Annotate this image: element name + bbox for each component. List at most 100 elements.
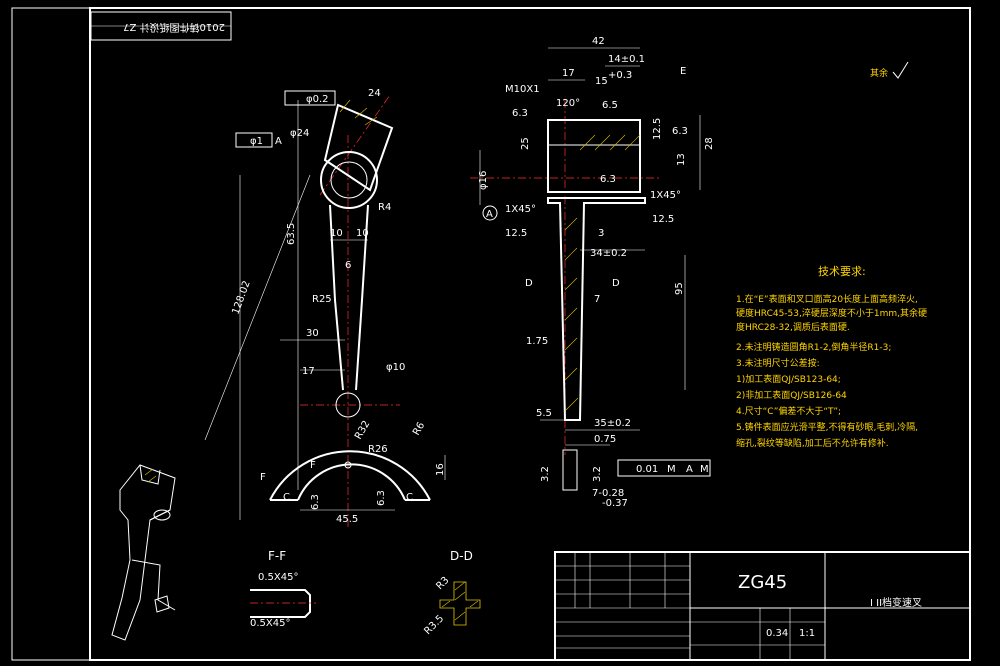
md-15: 15 (595, 76, 608, 87)
tech-requirements: 技术要求: 1.在“E”表面和叉口面高20长度上面高频淬火, 硬度HRC45-5… (736, 265, 927, 449)
tech-line-6: 2)非加工表面QJ/SB126-64 (736, 389, 847, 401)
weight: 0.34 (766, 628, 788, 639)
ld-r4: R4 (378, 202, 391, 213)
md-1x45b: 1X45° (650, 190, 681, 201)
roughness-check-icon (892, 61, 909, 79)
dd-label: D-D (450, 549, 473, 563)
md-3: 3 (598, 228, 604, 239)
md-12-5b: 12.5 (505, 228, 527, 239)
ld-conc: φ1 (250, 136, 263, 147)
ld-30: 30 (306, 328, 319, 339)
md-14: 14±0.1 (608, 54, 645, 65)
ld-16: 16 (435, 463, 446, 476)
material: ZG45 (738, 572, 787, 593)
rotated-title-block: 2010铸件图纸设计 Z7 (90, 11, 232, 41)
ld-10a: 10 (330, 228, 343, 239)
md-d1: D (525, 278, 533, 289)
ld-63-5: 63.5 (286, 223, 297, 245)
tech-line-5: 1)加工表面QJ/SB123-64; (736, 373, 841, 385)
section-ff: F-F 0.5X45° 0.5X45° (250, 549, 316, 629)
md-34: 34±0.2 (590, 248, 627, 259)
md-tol: 0.01 (636, 464, 658, 475)
md-6-5: 6.5 (602, 100, 618, 111)
ld-r26: R26 (368, 444, 388, 455)
md-25: 25 (520, 137, 531, 150)
outer-border (11, 7, 971, 661)
md-0-75: 0.75 (594, 434, 616, 445)
md-m2: M (700, 464, 709, 475)
md-1x45a: 1X45° (505, 204, 536, 215)
ld-45-5: 45.5 (336, 514, 358, 525)
md-35: 35±0.2 (594, 418, 631, 429)
ld-f1: F (260, 472, 266, 483)
tech-line-8: 5.铸件表面应光滑平整,不得有砂眼,毛刺,冷隔, (736, 421, 918, 433)
md-12-5a: 12.5 (652, 118, 663, 140)
dd-r2: R3.5 (422, 613, 446, 637)
md-6-3b: 6.3 (672, 126, 688, 137)
ld-pos: φ0.2 (306, 94, 329, 105)
md-a2: A (686, 464, 693, 475)
ld-c1: C (283, 492, 290, 503)
md-03: +0.3 (608, 70, 632, 81)
md-phi16: φ16 (478, 171, 489, 190)
section-dd: D-D R3 R3.5 (422, 549, 481, 637)
md-28: 28 (704, 137, 715, 150)
ld-10b: 10 (356, 228, 369, 239)
ff-label: F-F (268, 549, 286, 563)
tech-line-0: 1.在“E”表面和叉口面高20长度上面高频淬火, (736, 293, 918, 305)
tech-line-3: 2.未注明铸造圆角R1-2,倒角半径R1-3; (736, 341, 891, 353)
md-7tol2: -0.37 (602, 498, 628, 509)
ld-c2: C (406, 492, 413, 503)
md-6-3a: 6.3 (512, 108, 528, 119)
ld-phi24: φ24 (290, 128, 309, 139)
ld-6-3a: 6.3 (310, 494, 321, 510)
md-6-3c: 6.3 (600, 174, 616, 185)
md-5-5: 5.5 (536, 408, 552, 419)
isometric-sketch (111, 464, 176, 641)
md-m1: M (667, 464, 676, 475)
left-view: 24 φ0.2 φ24 φ1 A R4 10 10 6 63.5 128.02 … (204, 88, 446, 530)
ld-f2: F (310, 460, 316, 471)
md-13: 13 (676, 153, 687, 166)
ld-128: 128.02 (230, 279, 252, 316)
inner-frame (89, 7, 971, 661)
md-3-2a: 3.2 (540, 466, 551, 482)
ld-r32: R32 (353, 419, 372, 442)
ld-17: 17 (302, 366, 315, 377)
ff-chamfer2: 0.5X45° (250, 618, 290, 629)
md-12-5c: 12.5 (652, 214, 674, 225)
part-name: I II档变速叉 (870, 596, 922, 609)
tech-line-1: 硬度HRC45-53,淬硬层深度不小于1mm,其余硬 (736, 307, 927, 319)
ld-6-3b: 6.3 (376, 490, 387, 506)
md-120: 120° (556, 98, 580, 109)
md-d2: D (612, 278, 620, 289)
scale: 1:1 (799, 628, 815, 639)
md-7tol: 7-0.28 (592, 488, 624, 499)
md-3-2b: 3.2 (592, 466, 603, 482)
ld-phi10: φ10 (386, 362, 405, 373)
md-a: A (486, 209, 493, 220)
md-1-75: 1.75 (526, 336, 548, 347)
middle-view: 42 17 14±0.1 15 +0.3 M10X1 6.3 120° E 6.… (470, 36, 715, 509)
ld-a: A (275, 136, 282, 147)
dd-r1: R3 (434, 575, 451, 592)
ld-6: 6 (345, 260, 351, 271)
tech-line-2: 度HRC28-32,调质后表面硬. (736, 321, 850, 333)
md-17: 17 (562, 68, 575, 79)
tech-line-4: 3.未注明尺寸公差按: (736, 357, 820, 369)
ff-chamfer1: 0.5X45° (258, 572, 298, 583)
rotated-title-text: 2010铸件图纸设计 Z7 (123, 21, 225, 34)
ld-r25: R25 (312, 294, 332, 305)
md-7: 7 (594, 294, 600, 305)
md-42: 42 (592, 36, 605, 47)
md-e: E (680, 66, 686, 77)
tech-heading: 技术要求: (818, 265, 866, 278)
tech-line-9: 缩孔,裂纹等缺陷,加工后不允许有修补. (736, 437, 889, 449)
title-block: ZG45 0.34 1:1 I II档变速叉 (554, 551, 971, 661)
roughness-note: 其余 (870, 67, 888, 79)
ld-r6: R6 (411, 420, 427, 437)
ld-24: 24 (368, 88, 381, 99)
md-95: 95 (674, 282, 685, 295)
tech-line-7: 4.尺寸“C”偏差不大于“T”; (736, 405, 841, 417)
